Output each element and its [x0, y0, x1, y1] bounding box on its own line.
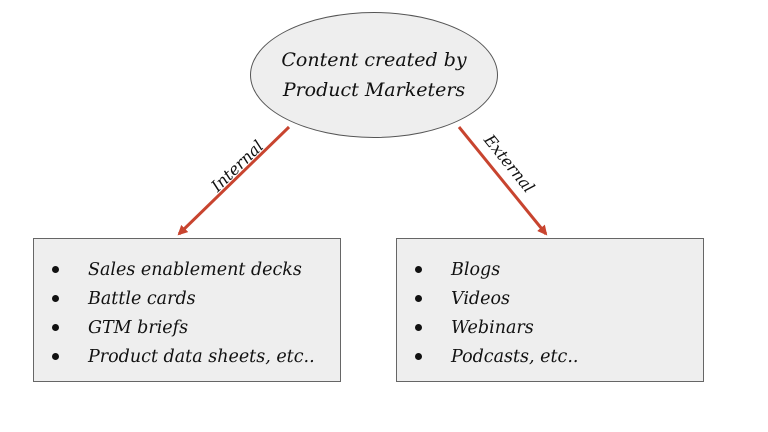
external-content-box: Blogs Videos Webinars Podcasts, etc..	[396, 238, 704, 382]
list-item: Videos	[415, 284, 703, 313]
list-item: Battle cards	[52, 284, 340, 313]
internal-label: Internal	[206, 137, 267, 197]
bullet-icon	[52, 324, 59, 331]
internal-arrow	[177, 125, 291, 236]
list-item-label: Webinars	[451, 317, 534, 338]
list-item-label: Podcasts, etc..	[451, 346, 579, 367]
bullet-icon	[52, 266, 59, 273]
list-item-label: Videos	[451, 288, 511, 309]
list-item-label: Product data sheets, etc..	[88, 346, 315, 367]
bullet-icon	[415, 266, 422, 273]
list-item: Webinars	[415, 313, 703, 342]
list-item: Podcasts, etc..	[415, 342, 703, 371]
bullet-icon	[52, 353, 59, 360]
list-item: Blogs	[415, 255, 703, 284]
list-item: Sales enablement decks	[52, 255, 340, 284]
external-arrow	[457, 126, 548, 236]
external-content-list: Blogs Videos Webinars Podcasts, etc..	[415, 255, 703, 371]
list-item-label: Sales enablement decks	[88, 259, 302, 280]
list-item: Product data sheets, etc..	[52, 342, 340, 371]
root-node: Content created by Product Marketers	[250, 12, 498, 138]
list-item-label: Battle cards	[88, 288, 196, 309]
bullet-icon	[415, 353, 422, 360]
bullet-icon	[52, 295, 59, 302]
list-item-label: Blogs	[451, 259, 501, 280]
internal-content-list: Sales enablement decks Battle cards GTM …	[52, 255, 340, 371]
internal-content-box: Sales enablement decks Battle cards GTM …	[33, 238, 341, 382]
root-title-line-2: Product Marketers	[282, 79, 466, 101]
list-item-label: GTM briefs	[88, 317, 189, 338]
bullet-icon	[415, 295, 422, 302]
list-item: GTM briefs	[52, 313, 340, 342]
bullet-icon	[415, 324, 422, 331]
root-title-line-1: Content created by	[281, 49, 467, 71]
